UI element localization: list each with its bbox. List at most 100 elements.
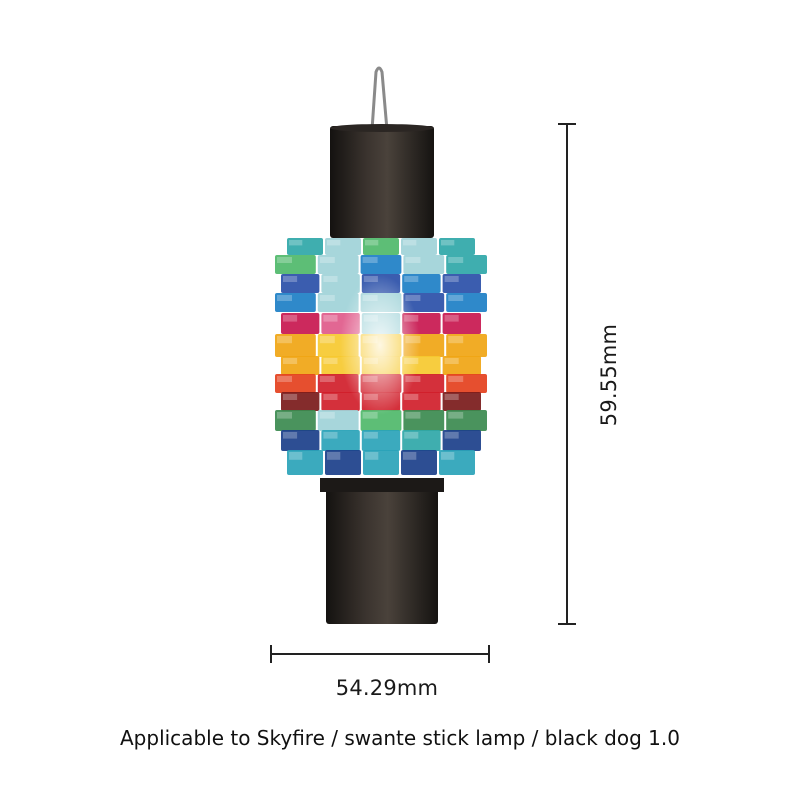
glass-tile (403, 410, 445, 431)
glass-tile (402, 274, 441, 293)
glass-highlight (444, 394, 459, 400)
glass-tile (281, 313, 320, 334)
glass-tile (275, 255, 316, 274)
glass-tile (442, 356, 481, 375)
glass-highlight (323, 276, 338, 282)
glass-highlight (444, 315, 459, 322)
glass-highlight (448, 376, 464, 382)
glass-highlight (404, 276, 419, 282)
glass-tile (275, 374, 316, 393)
top-cylinder (330, 126, 434, 238)
glass-tile (275, 410, 316, 431)
glass-highlight (362, 257, 378, 263)
hanger-wire (370, 66, 389, 131)
bottom-cylinder (326, 478, 438, 624)
glass-tile (281, 274, 320, 293)
glass-tile (363, 450, 399, 475)
glass-highlight (289, 452, 303, 460)
glass-tile (287, 450, 323, 475)
glass-tile (281, 430, 320, 451)
glass-highlight (319, 295, 335, 301)
glass-highlight (441, 240, 455, 246)
glass-highlight (283, 394, 298, 400)
glass-highlight (289, 240, 303, 246)
glass-highlight (448, 412, 464, 419)
glass-tile (446, 410, 487, 431)
glass-tile (446, 255, 487, 274)
glass-highlight (403, 240, 417, 246)
glass-tile (361, 430, 401, 451)
glass-highlight (277, 412, 292, 419)
glass-highlight (363, 432, 378, 439)
glass-highlight (323, 358, 338, 364)
glass-tile (446, 334, 487, 357)
glass-highlight (441, 452, 455, 460)
glass-shade (275, 238, 487, 475)
glass-highlight (403, 452, 417, 460)
glass-highlight (448, 257, 464, 263)
glass-tile (275, 334, 316, 357)
glass-highlight (405, 412, 421, 419)
glass-highlight (319, 257, 335, 263)
glass-tile (442, 313, 481, 334)
glass-tile (275, 293, 316, 312)
glass-highlight (283, 276, 298, 282)
glass-tile (363, 238, 399, 255)
glass-highlight (444, 432, 459, 439)
glass-tile (442, 392, 481, 411)
glass-highlight (323, 432, 338, 439)
glass-tile (402, 430, 441, 451)
glass-highlight (365, 452, 379, 460)
glass-tile (321, 430, 360, 451)
glass-tile (281, 356, 320, 375)
glass-highlight (444, 276, 459, 282)
glass-highlight (277, 336, 292, 344)
glass-tile (442, 430, 481, 451)
height-dimension-line (558, 123, 576, 625)
glass-tile (403, 255, 445, 274)
glass-tile (401, 450, 437, 475)
glass-tile (360, 410, 402, 431)
glass-tile (287, 238, 323, 255)
glass-highlight (319, 376, 335, 382)
width-dimension-line (270, 645, 490, 663)
glass-tile (401, 238, 437, 255)
glass-highlight (283, 358, 298, 364)
light-glow (340, 275, 420, 415)
glass-highlight (405, 295, 421, 301)
glass-highlight (448, 336, 464, 344)
glass-tile (446, 293, 487, 312)
glass-tile (439, 238, 475, 255)
glass-highlight (277, 376, 292, 382)
glass-highlight (444, 358, 459, 364)
glass-highlight (319, 336, 335, 344)
glass-highlight (327, 452, 341, 460)
glass-tile (325, 238, 361, 255)
glass-highlight (283, 315, 298, 322)
glass-tile (402, 392, 441, 411)
caption: Applicable to Skyfire / swante stick lam… (120, 726, 680, 750)
glass-highlight (277, 295, 292, 301)
glass-highlight (405, 257, 421, 263)
glass-highlight (323, 315, 338, 322)
glass-tile (360, 255, 402, 274)
glass-highlight (448, 295, 464, 301)
glass-highlight (404, 394, 419, 400)
glass-tile (317, 410, 359, 431)
glass-tile (281, 392, 320, 411)
glass-highlight (362, 412, 378, 419)
width-label: 54.29mm (335, 676, 439, 700)
glass-tile (439, 450, 475, 475)
glass-highlight (365, 240, 379, 246)
glass-highlight (283, 432, 298, 439)
glass-tile (317, 255, 359, 274)
height-label: 59.55mm (597, 323, 621, 427)
glass-tile (321, 274, 360, 293)
glass-tile (325, 450, 361, 475)
glass-tile (442, 274, 481, 293)
glass-highlight (404, 432, 419, 439)
glass-highlight (327, 240, 341, 246)
glass-highlight (323, 394, 338, 400)
